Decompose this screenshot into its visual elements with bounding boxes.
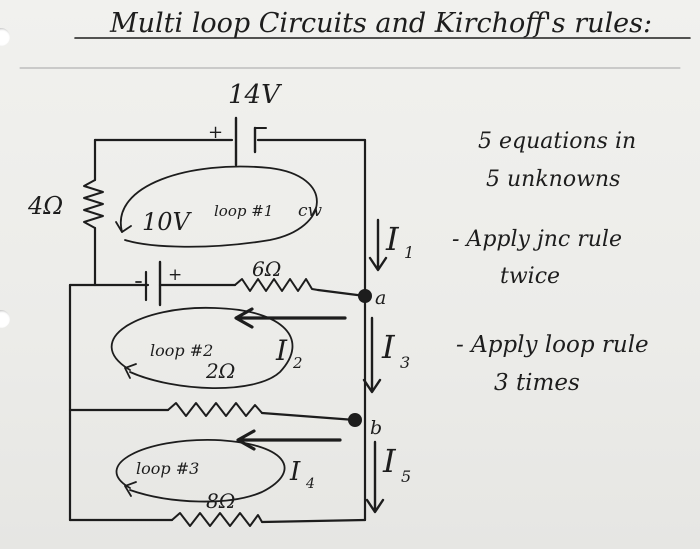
current-arrows <box>234 218 388 514</box>
i5-label: I <box>382 442 397 480</box>
binder-hole <box>0 310 10 328</box>
note-line-6: 3 times <box>494 370 580 396</box>
i4-label: I <box>289 457 301 487</box>
node-a-label: a <box>375 287 386 309</box>
battery-14v-label: 14V <box>228 80 282 110</box>
i3-subscript: 3 <box>400 353 410 372</box>
resistor-6ohm-label: 6Ω <box>252 257 281 281</box>
current-labels: I 1 I 2 I 3 I 4 I 5 <box>275 220 414 492</box>
loop-2-label: loop #2 <box>150 341 213 360</box>
resistor-4ohm: 4Ω <box>27 179 104 229</box>
note-line-3: - Apply jnc rule <box>452 227 622 252</box>
loop-2: loop #2 <box>110 306 294 390</box>
loop-1-direction: cw <box>298 201 323 221</box>
battery-14v-plus: + <box>208 122 223 143</box>
i1-subscript: 1 <box>404 243 414 262</box>
battery-10v-plus: + <box>168 265 182 285</box>
i5-subscript: 5 <box>401 467 411 486</box>
resistor-8ohm: 8Ω <box>171 489 263 527</box>
i4-subscript: 4 <box>305 476 315 492</box>
circuit-wires <box>68 138 367 524</box>
loop-1-label: loop #1 <box>214 202 273 220</box>
i2-label: I <box>275 334 288 367</box>
loop-1: loop #1 cw <box>115 165 323 248</box>
loop-3-label: loop #3 <box>136 459 199 478</box>
resistor-4ohm-label: 4Ω <box>27 192 63 220</box>
note-line-4: twice <box>500 264 560 289</box>
node-b <box>348 413 362 427</box>
battery-14v: 14V + <box>208 80 282 167</box>
resistor-2ohm: 2Ω <box>167 359 263 417</box>
note-line-2: 5 unknowns <box>486 167 620 192</box>
i2-subscript: 2 <box>292 354 303 372</box>
battery-10v-label: 10V <box>142 208 193 236</box>
resistor-2ohm-label: 2Ω <box>205 359 235 383</box>
i1-label: I <box>385 220 400 258</box>
note-line-5: - Apply loop rule <box>456 332 649 358</box>
i3-label: I <box>381 328 396 366</box>
resistor-6ohm: 6Ω <box>234 257 319 292</box>
node-a <box>358 289 372 303</box>
loop-3: loop #3 <box>115 439 286 503</box>
side-notes: 5 equations in 5 unknowns - Apply jnc ru… <box>452 129 649 396</box>
page-title: Multi loop Circuits and Kirchoff's rules… <box>109 8 652 39</box>
binder-hole <box>0 28 10 46</box>
battery-10v: + 10V <box>135 208 193 307</box>
node-b-label: b <box>370 417 382 439</box>
note-line-1: 5 equations in <box>478 129 636 154</box>
